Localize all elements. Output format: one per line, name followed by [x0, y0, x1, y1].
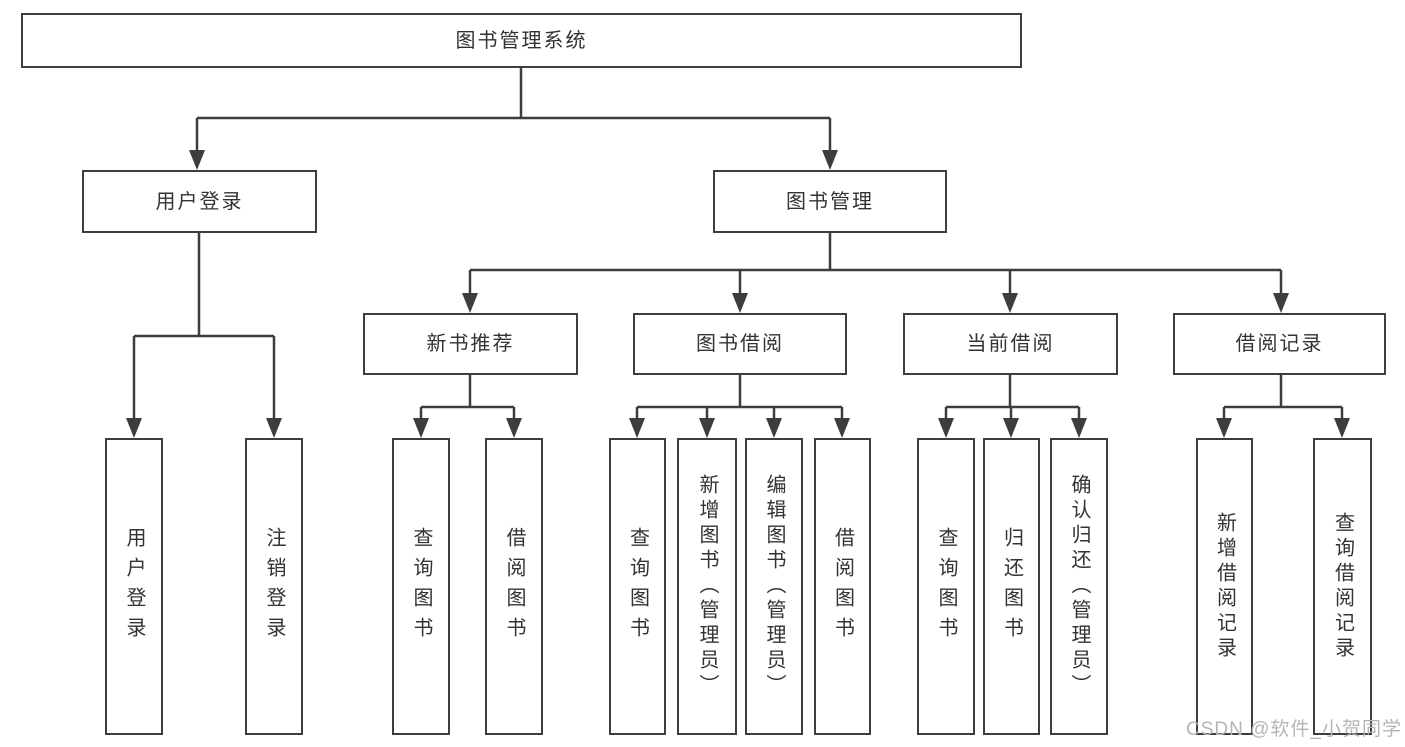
leaf-user-login: 用户登录	[105, 438, 163, 735]
leaf-query-books-2: 查询图书	[609, 438, 666, 735]
csdn-watermark: CSDN @软件_小贺同学	[1186, 719, 1402, 740]
leaf-query-books-3: 查询图书	[917, 438, 975, 735]
leaf-add-books-admin: 新增图书（管理员）	[677, 438, 737, 735]
leaf-query-books-1: 查询图书	[392, 438, 450, 735]
node-book-management: 图书管理	[713, 170, 947, 233]
leaf-query-borrow-record: 查询借阅记录	[1313, 438, 1372, 735]
node-library-management-system: 图书管理系统	[21, 13, 1022, 68]
node-borrowing-records: 借阅记录	[1173, 313, 1386, 375]
leaf-borrow-books-2: 借阅图书	[814, 438, 871, 735]
node-user-login: 用户登录	[82, 170, 317, 233]
node-new-book-recommendation: 新书推荐	[363, 313, 578, 375]
leaf-logout: 注销登录	[245, 438, 303, 735]
arrowheads	[126, 150, 1350, 438]
leaf-borrow-books-1: 借阅图书	[485, 438, 543, 735]
node-current-borrowing: 当前借阅	[903, 313, 1118, 375]
leaf-confirm-return-admin: 确认归还（管理员）	[1050, 438, 1108, 735]
leaf-edit-books-admin: 编辑图书（管理员）	[745, 438, 803, 735]
leaf-return-books: 归还图书	[983, 438, 1040, 735]
leaf-add-borrow-record: 新增借阅记录	[1196, 438, 1253, 735]
node-book-borrowing: 图书借阅	[633, 313, 847, 375]
